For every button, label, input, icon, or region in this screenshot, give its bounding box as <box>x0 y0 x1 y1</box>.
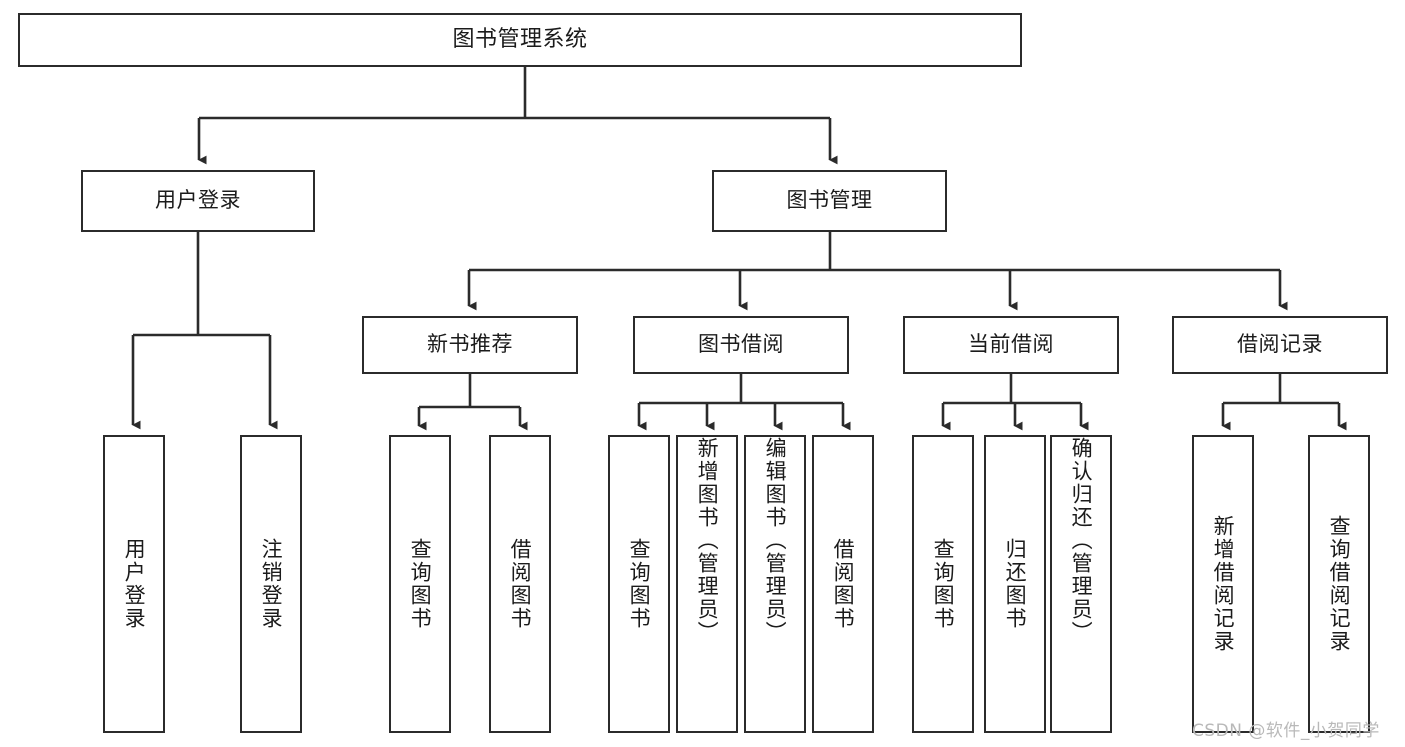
node-new-book-recommend[interactable]: 新书推荐 <box>362 316 578 374</box>
node-leaf-borrow-book-2[interactable]: 借阅图书 <box>812 435 874 733</box>
node-leaf-add-book-admin-label: 新增图书（管理员） <box>695 437 720 644</box>
node-borrow-record-label: 借阅记录 <box>1237 332 1323 357</box>
node-current-borrow[interactable]: 当前借阅 <box>903 316 1119 374</box>
node-leaf-query-book-3[interactable]: 查询图书 <box>912 435 974 733</box>
node-root-label: 图书管理系统 <box>452 26 588 52</box>
node-leaf-query-book-3-label: 查询图书 <box>931 538 956 630</box>
node-root[interactable]: 图书管理系统 <box>18 13 1022 67</box>
node-leaf-borrow-book-1-label: 借阅图书 <box>508 538 533 630</box>
node-book-management[interactable]: 图书管理 <box>712 170 947 232</box>
node-leaf-query-book-2[interactable]: 查询图书 <box>608 435 670 733</box>
node-current-borrow-label: 当前借阅 <box>968 332 1054 357</box>
node-leaf-edit-book-admin[interactable]: 编辑图书（管理员） <box>744 435 806 733</box>
node-new-book-recommend-label: 新书推荐 <box>427 332 513 357</box>
node-leaf-edit-book-admin-label: 编辑图书（管理员） <box>763 437 788 644</box>
node-leaf-logout-login-label: 注销登录 <box>259 538 284 630</box>
csdn-watermark: CSDN @软件_小贺同学 <box>1192 721 1380 741</box>
node-leaf-user-login-label: 用户登录 <box>122 538 147 630</box>
node-leaf-query-book-1-label: 查询图书 <box>408 538 433 630</box>
node-leaf-query-book-1[interactable]: 查询图书 <box>389 435 451 733</box>
node-leaf-query-borrow-record[interactable]: 查询借阅记录 <box>1308 435 1370 733</box>
node-leaf-logout-login[interactable]: 注销登录 <box>240 435 302 733</box>
node-leaf-confirm-return-admin-label: 确认归还（管理员） <box>1069 437 1094 644</box>
node-leaf-query-borrow-record-label: 查询借阅记录 <box>1327 515 1352 653</box>
node-leaf-add-borrow-record-label: 新增借阅记录 <box>1211 515 1236 653</box>
node-leaf-user-login[interactable]: 用户登录 <box>103 435 165 733</box>
node-leaf-add-book-admin[interactable]: 新增图书（管理员） <box>676 435 738 733</box>
node-book-management-label: 图书管理 <box>786 188 873 213</box>
node-leaf-confirm-return-admin[interactable]: 确认归还（管理员） <box>1050 435 1112 733</box>
node-book-borrow-label: 图书借阅 <box>698 332 784 357</box>
node-user-login[interactable]: 用户登录 <box>81 170 315 232</box>
node-leaf-return-book-label: 归还图书 <box>1003 538 1028 630</box>
node-leaf-return-book[interactable]: 归还图书 <box>984 435 1046 733</box>
node-leaf-borrow-book-1[interactable]: 借阅图书 <box>489 435 551 733</box>
node-leaf-query-book-2-label: 查询图书 <box>627 538 652 630</box>
node-leaf-add-borrow-record[interactable]: 新增借阅记录 <box>1192 435 1254 733</box>
node-borrow-record[interactable]: 借阅记录 <box>1172 316 1388 374</box>
node-leaf-borrow-book-2-label: 借阅图书 <box>831 538 856 630</box>
node-book-borrow[interactable]: 图书借阅 <box>633 316 849 374</box>
node-user-login-label: 用户登录 <box>155 188 241 213</box>
